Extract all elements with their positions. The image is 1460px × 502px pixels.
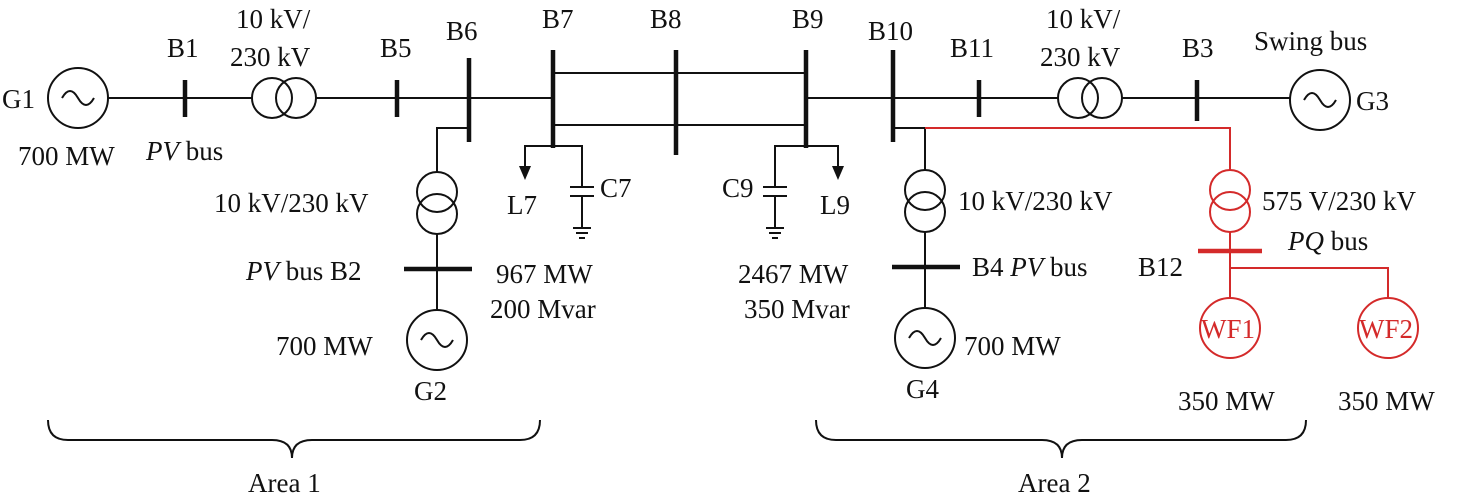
wind-branch <box>925 127 1419 359</box>
label-c7: C7 <box>600 173 632 203</box>
label-b9: B9 <box>792 4 824 34</box>
load-l9-c9 <box>763 145 844 239</box>
load-arrow-icon <box>832 166 844 180</box>
label-t4: 10 kV/230 kV <box>958 186 1113 216</box>
generator-g1 <box>47 67 109 129</box>
wind-farm-wf1 <box>1199 297 1261 359</box>
label-wf2: WF2 <box>1359 314 1413 344</box>
label-t3-line1: 10 kV/ <box>1046 4 1121 34</box>
label-t2: 10 kV/230 kV <box>214 188 369 218</box>
branch-g2 <box>406 127 469 371</box>
label-area1: Area 1 <box>248 468 321 498</box>
label-l9-q: 350 Mvar <box>744 294 850 324</box>
label-g1: G1 <box>2 84 35 114</box>
label-g1-power: 700 MW <box>18 141 115 171</box>
label-b7: B7 <box>542 4 574 34</box>
label-swing-bus: Swing bus <box>1254 26 1367 56</box>
label-g4-power: 700 MW <box>964 331 1061 361</box>
main-lines <box>108 72 1290 126</box>
label-b12: B12 <box>1138 252 1183 282</box>
label-b6: B6 <box>446 16 478 46</box>
generator-sine-icon <box>908 330 942 346</box>
label-t3-line2: 230 kV <box>1040 42 1121 72</box>
transformer-t1 <box>251 77 317 119</box>
label-l7-q: 200 Mvar <box>490 294 596 324</box>
label-l9: L9 <box>820 190 850 220</box>
label-g2-power: 700 MW <box>276 331 373 361</box>
label-c9: C9 <box>722 173 754 203</box>
label-b5: B5 <box>380 33 412 63</box>
branch-g4 <box>893 127 956 369</box>
label-b4: B4 PV bus <box>972 252 1088 282</box>
label-b3: B3 <box>1182 33 1214 63</box>
label-t1-line2: 230 kV <box>230 42 311 72</box>
label-g3: G3 <box>1356 86 1389 116</box>
generator-sine-icon <box>420 332 454 348</box>
label-pq-bus: PQ bus <box>1287 226 1368 256</box>
label-b10: B10 <box>868 16 913 46</box>
label-g1-pv: PV bus <box>145 136 223 166</box>
area2-brace <box>815 419 1307 459</box>
label-wf1: WF1 <box>1201 314 1255 344</box>
generator-sine-icon <box>61 90 95 106</box>
ground-icon <box>573 227 591 239</box>
label-t1-line1: 10 kV/ <box>236 4 311 34</box>
label-l9-p: 2467 MW <box>738 259 849 289</box>
label-area2: Area 2 <box>1018 468 1091 498</box>
area1-brace <box>47 419 541 459</box>
wind-farm-wf2 <box>1357 297 1419 359</box>
label-b1: B1 <box>167 33 199 63</box>
label-b8: B8 <box>650 4 682 34</box>
label-l7: L7 <box>507 190 537 220</box>
label-l7-p: 967 MW <box>496 259 593 289</box>
label-g2: G2 <box>414 376 447 406</box>
label-wf2-power: 350 MW <box>1338 386 1435 416</box>
label-b2: PV bus B2 <box>245 256 362 286</box>
label-g4: G4 <box>906 374 939 404</box>
label-t-wind: 575 V/230 kV <box>1262 186 1417 216</box>
generator-g3 <box>1289 69 1351 131</box>
generator-sine-icon <box>1303 92 1337 108</box>
transformer-t3 <box>1057 77 1123 119</box>
ground-icon <box>766 227 784 239</box>
load-l7-c7 <box>519 145 594 239</box>
label-b11: B11 <box>950 33 994 63</box>
label-wf1-power: 350 MW <box>1178 386 1275 416</box>
load-arrow-icon <box>519 166 531 180</box>
